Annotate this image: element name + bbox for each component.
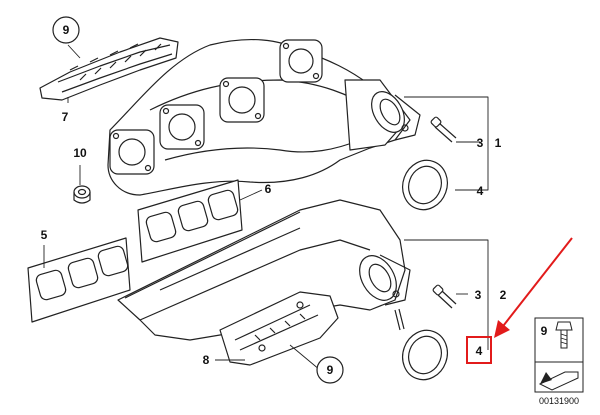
red-arrow-indicator-icon [494,237,573,338]
heat-shield-upper-icon [39,37,179,101]
arrow-indicator-icon [538,371,579,391]
stud-bolt-upper-icon [430,116,457,143]
svg-text:9: 9 [327,363,334,377]
exhaust-manifold-upper-icon [107,38,421,196]
bolt-icon [555,321,573,349]
callout-8: 8 [203,353,210,367]
sealing-ring-lower-icon [402,329,448,381]
callout-3-upper: 3 [477,136,484,150]
callout-7: 7 [62,110,69,124]
callout-6: 6 [265,182,272,196]
svg-text:4: 4 [476,344,483,358]
callout-10: 10 [73,146,87,160]
callout-3-lower: 3 [475,288,482,302]
manifold-gasket-6-icon [137,179,243,263]
legend-number: 9 [541,324,548,338]
part-code: 00131900 [539,396,579,406]
callout-4-lower-highlighted: 4 [466,336,492,364]
callout-4-upper: 4 [477,184,484,198]
manifold-gasket-5-icon [27,237,131,323]
callout-9-top: 9 [52,16,80,44]
callout-5: 5 [41,228,48,242]
nut-icon [73,185,91,204]
callout-9-bottom: 9 [316,356,344,384]
legend-box: 9 00131900 [534,317,584,406]
callout-2: 2 [500,288,507,302]
heat-shield-lower-icon [219,291,339,366]
stud-bolt-lower-icon [432,284,457,309]
callout-1: 1 [495,136,502,150]
svg-text:9: 9 [63,23,70,37]
leader-lines [43,44,489,371]
sealing-ring-upper-icon [402,159,448,211]
